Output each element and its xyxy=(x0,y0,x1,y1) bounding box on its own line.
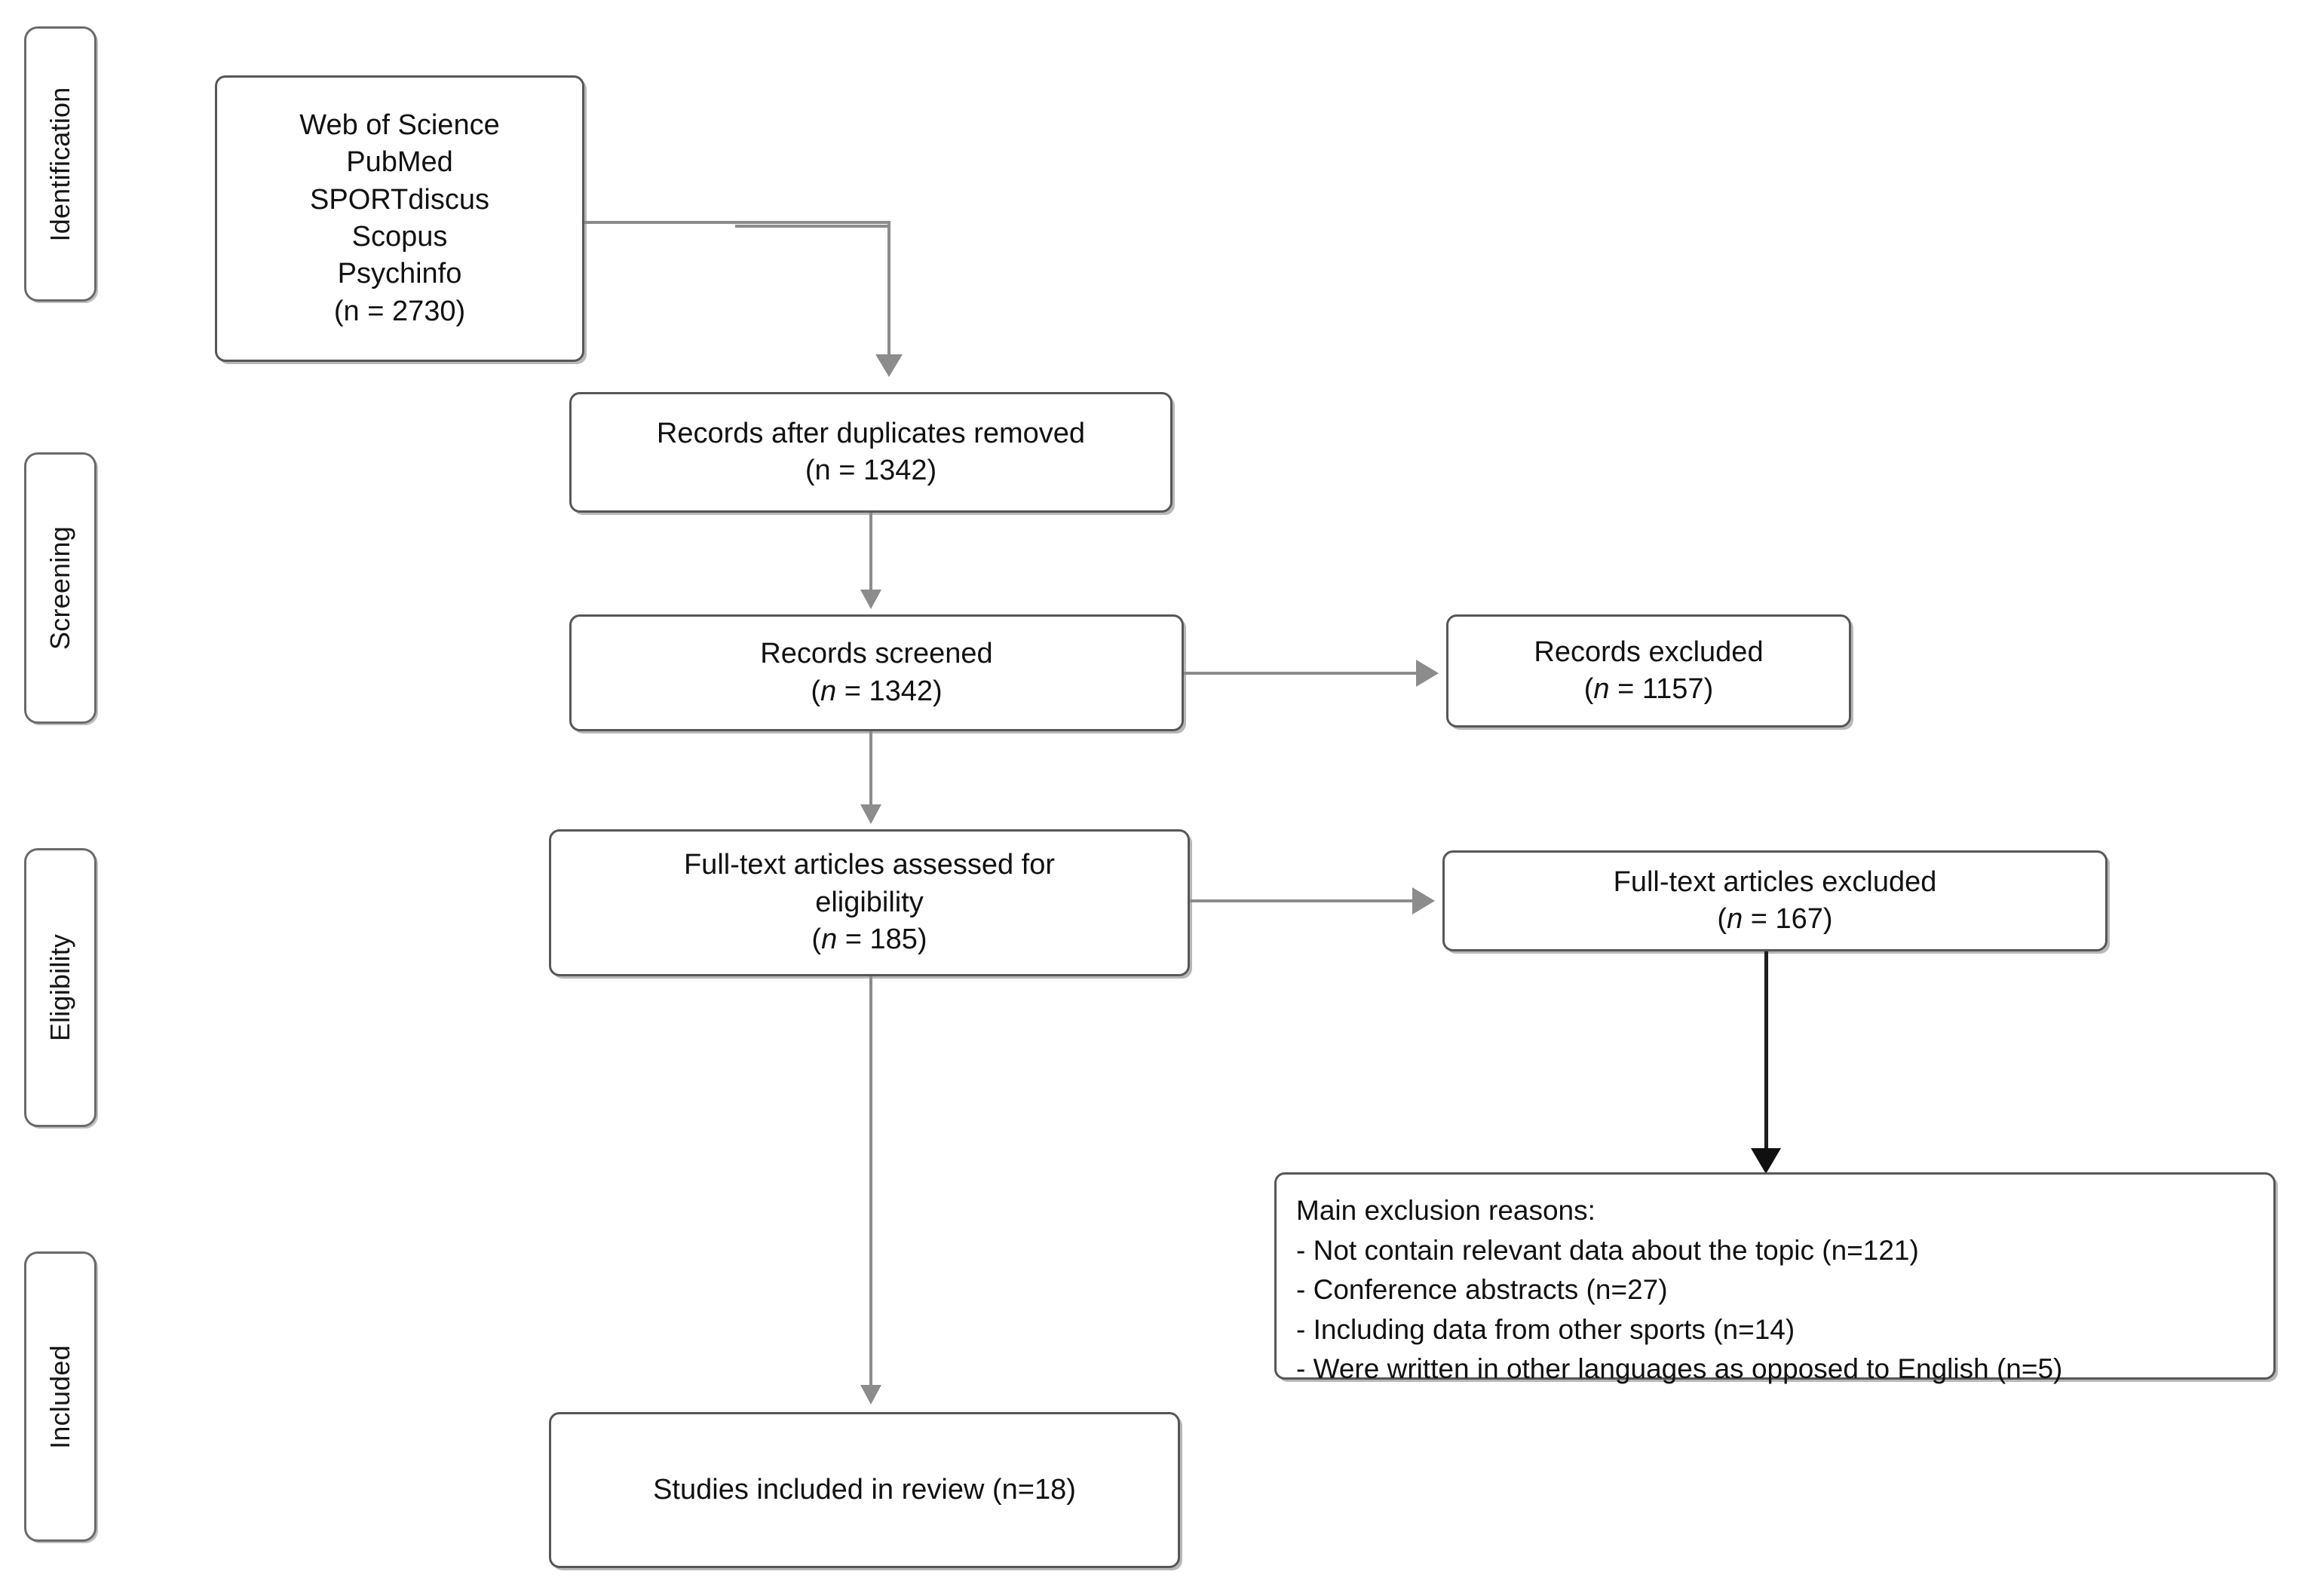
source-line-count: (n = 2730) xyxy=(333,295,466,327)
screened-count-value: = 1342) xyxy=(836,675,943,707)
arrowhead-screened-to-fulltext xyxy=(860,804,881,824)
node-database-sources: Web of Science PubMed SPORTdiscus Scopus… xyxy=(215,75,584,362)
source-line-web-of-science: Web of Science xyxy=(299,109,500,141)
node-fulltext-excluded: Full-text articles excluded (n = 167) xyxy=(1442,850,2107,951)
arrowhead-screened-to-excluded xyxy=(1416,660,1439,687)
node-records-after-duplicates: Records after duplicates removed (n = 13… xyxy=(569,392,1172,513)
fulltext-excluded-count: (n = 167) xyxy=(1455,901,2095,938)
records-screened-label: Records screened xyxy=(760,638,993,670)
duplicates-count-value: = 1342) xyxy=(830,455,937,486)
stage-label-included: Included xyxy=(24,1251,97,1542)
connector-duplicates-to-screened xyxy=(869,513,872,592)
duplicates-n-symbol: n xyxy=(814,455,831,486)
excluded-paren-open: ( xyxy=(1583,673,1594,705)
node-studies-included: Studies included in review (n=18) xyxy=(549,1412,1180,1568)
fulltext-assessed-label-line1: Full-text articles assessed for xyxy=(683,849,1056,881)
node-records-screened: Records screened (n = 1342) xyxy=(569,614,1184,731)
connector-assessed-to-studies-included xyxy=(869,976,872,1387)
duplicates-paren-open: ( xyxy=(805,455,815,486)
screened-paren-open: ( xyxy=(811,675,820,707)
fulltext-excluded-label: Full-text articles excluded xyxy=(1613,865,1937,898)
source-line-pubmed: PubMed xyxy=(346,146,453,179)
node-records-excluded: Records excluded (n = 1157) xyxy=(1446,614,1851,728)
excluded-n-symbol: n xyxy=(1593,673,1610,705)
exclusion-reason-item-4: - Were written in other languages as opp… xyxy=(1296,1353,2063,1385)
stage-label-screening: Screening xyxy=(24,452,97,724)
arrowhead-assessed-to-studies-included xyxy=(860,1385,881,1405)
connector-sources-horizontal-2 xyxy=(735,225,890,228)
arrowhead-fulltext-excluded-to-reasons xyxy=(1751,1148,1781,1174)
exclusion-reason-item-1: - Not contain relevant data about the to… xyxy=(1296,1234,1919,1266)
duplicates-removed-label: Records after duplicates removed xyxy=(656,417,1086,449)
excluded-count-value: = 1157) xyxy=(1609,673,1714,705)
stage-label-identification: Identification xyxy=(24,26,97,302)
exclusion-reason-item-2: - Conference abstracts (n=27) xyxy=(1296,1274,1668,1306)
records-screened-count: (n = 1342) xyxy=(582,673,1171,710)
stage-label-identification-text: Identification xyxy=(44,87,75,241)
assessed-paren-open: ( xyxy=(811,924,822,956)
source-line-scopus: Scopus xyxy=(351,221,448,253)
fulltext-assessed-count: (n = 185) xyxy=(562,921,1177,958)
node-exclusion-reasons: Main exclusion reasons: - Not contain re… xyxy=(1274,1172,2276,1384)
connector-fulltext-excluded-to-reasons xyxy=(1764,951,1768,1155)
studies-included-label: Studies included in review (n=18) xyxy=(653,1473,1076,1506)
arrowhead-duplicates-to-screened xyxy=(860,590,881,609)
ft-excluded-count-value: = 167) xyxy=(1743,903,1833,935)
stage-label-eligibility: Eligibility xyxy=(24,848,97,1127)
arrowhead-sources-to-duplicates xyxy=(875,354,903,377)
assessed-count-value: = 185) xyxy=(837,924,927,956)
assessed-n-symbol: n xyxy=(821,924,838,956)
connector-sources-vertical xyxy=(887,221,890,357)
connector-assessed-to-fulltext-excluded xyxy=(1190,899,1414,902)
fulltext-assessed-label-line2: eligibility xyxy=(815,886,924,918)
stage-label-included-text: Included xyxy=(44,1344,75,1449)
exclusion-reasons-title: Main exclusion reasons: xyxy=(1296,1195,1596,1226)
connector-screened-to-excluded xyxy=(1184,672,1418,675)
connector-sources-horizontal xyxy=(584,221,890,224)
stage-label-eligibility-text: Eligibility xyxy=(44,933,75,1042)
exclusion-reason-item-3: - Including data from other sports (n=14… xyxy=(1296,1313,1795,1345)
ft-excluded-paren-open: ( xyxy=(1717,903,1727,935)
source-line-sportdiscus: SPORTdiscus xyxy=(310,183,489,216)
screened-n-symbol: n xyxy=(820,675,837,707)
ft-excluded-n-symbol: n xyxy=(1727,903,1743,935)
arrowhead-assessed-to-fulltext-excluded xyxy=(1412,887,1435,914)
duplicates-removed-count: (n = 1342) xyxy=(582,452,1160,489)
connector-screened-to-fulltext xyxy=(869,731,872,807)
stage-label-screening-text: Screening xyxy=(44,526,75,650)
records-excluded-count: (n = 1157) xyxy=(1459,671,1838,708)
node-fulltext-assessed: Full-text articles assessed for eligibil… xyxy=(549,829,1190,976)
records-excluded-label: Records excluded xyxy=(1534,636,1764,668)
source-line-psychinfo: Psychinfo xyxy=(337,258,462,290)
